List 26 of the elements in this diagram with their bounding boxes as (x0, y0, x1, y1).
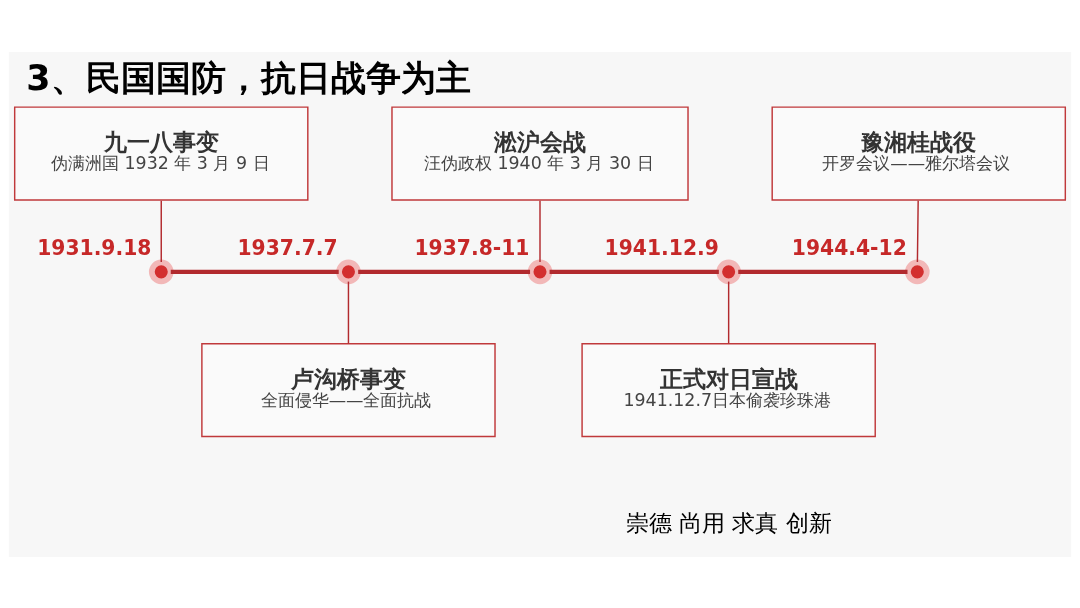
connector (727, 280, 730, 344)
connector (160, 199, 162, 263)
connector (347, 280, 350, 344)
node-circle (336, 259, 361, 284)
node-circle (904, 259, 930, 284)
connector (549, 269, 719, 274)
node-circle (527, 259, 553, 284)
connector (738, 269, 908, 274)
connector (539, 199, 541, 263)
node-label: 1937.8-11 (414, 235, 530, 260)
node-label: 1944.4-12 (791, 235, 907, 260)
node-label: 1941.12.9 (604, 235, 719, 260)
node-box: 淞沪会战 汪伪政权 1940 年 3 月 30 日 (391, 105, 689, 201)
node-box: 卢沟桥事变 全面侵华——全面抗战 (201, 342, 496, 437)
node-circle (148, 259, 174, 284)
label: 崇德 尚用 求真 创新 (625, 508, 832, 536)
node-box: 九一八事变 伪满洲国 1932 年 3 月 9 日 (13, 105, 309, 201)
connector (170, 269, 339, 274)
connector (358, 269, 531, 274)
node-label: 1931.9.18 (37, 235, 152, 260)
connector (916, 199, 919, 263)
node-circle (716, 259, 741, 284)
node-label: 1937.7.7 (237, 235, 338, 260)
node-box: 豫湘桂战役 开罗会议——雅尔塔会议 (771, 105, 1067, 201)
diagram-title: 3、民国国防，抗日战争为主 (26, 57, 471, 98)
node-box: 正式对日宣战 1941.12.7日本偷袭珍珠港 (581, 342, 876, 437)
